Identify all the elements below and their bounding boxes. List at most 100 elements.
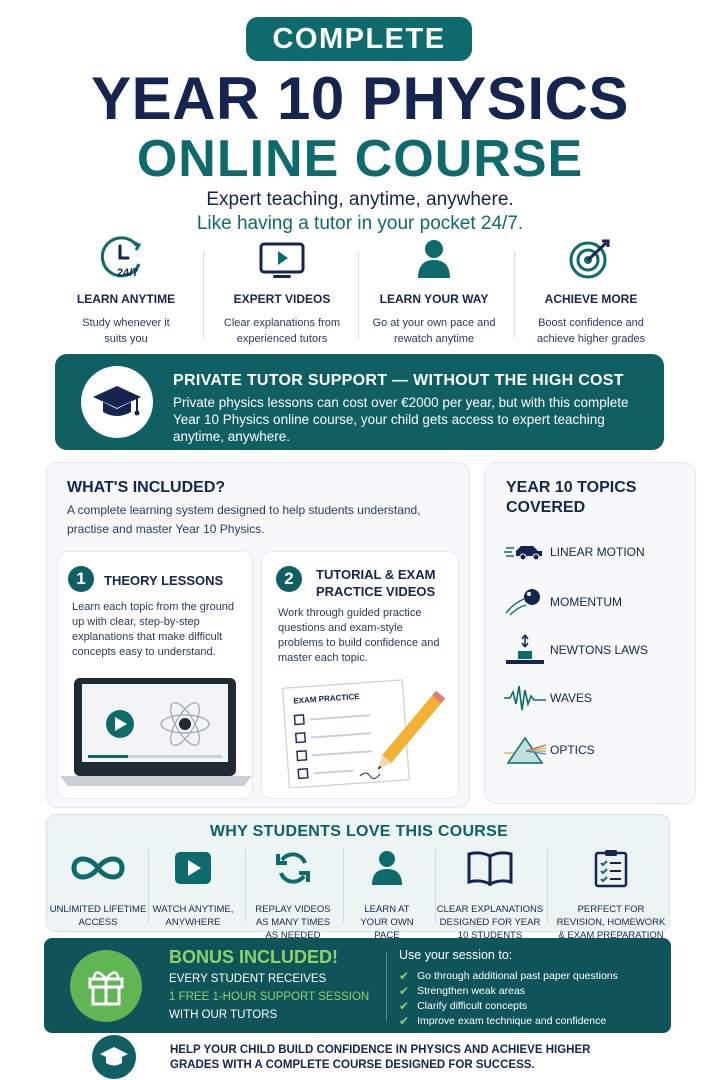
topic-linear-motion: LINEAR MOTION	[500, 537, 690, 567]
infinity-icon	[71, 856, 125, 880]
tutor-title: PRIVATE TUTOR SUPPORT — WITHOUT THE HIGH…	[173, 372, 624, 389]
divider	[343, 849, 344, 923]
topic-label: WAVES	[550, 691, 593, 705]
card-desc: Work through guided practice questions a…	[278, 607, 440, 664]
topic-label: LINEAR MOTION	[550, 545, 645, 559]
clipboard-checklist-icon	[594, 850, 628, 888]
bonus-banner: BONUS INCLUDED! EVERY STUDENT RECEIVES 1…	[44, 938, 671, 1033]
why-replay-videos: REPLAY VIDEOS AS MANY TIMES AS NEEDED	[244, 845, 342, 942]
why-title: WHY STUDENTS LOVE THIS COURSE	[209, 823, 509, 840]
step-number: 2	[276, 566, 302, 592]
clock-24-7-icon: 24/7	[100, 236, 142, 279]
gift-icon	[88, 971, 124, 1006]
topic-label: OPTICS	[550, 743, 595, 757]
check-icon: ✔	[399, 969, 410, 983]
why-revision: PERFECT FOR REVISION, HOMEWORK & EXAM PR…	[555, 845, 667, 942]
clock-label: 24/7	[117, 267, 138, 279]
feature-title: LEARN ANYTIME	[76, 292, 176, 306]
person-icon	[418, 240, 450, 278]
pencil-icon	[377, 690, 446, 770]
why-watch-anytime: WATCH ANYTIME, ANYWHERE	[144, 845, 242, 929]
divider	[245, 849, 246, 923]
why-clear-explanations: CLEAR EXPLANATIONS DESIGNED FOR YEAR 10 …	[435, 845, 545, 942]
tutor-support-banner: PRIVATE TUTOR SUPPORT — WITHOUT THE HIGH…	[55, 354, 664, 450]
divider	[358, 252, 359, 338]
divider	[435, 849, 436, 923]
feature-learn-anytime: 24/7 LEARN ANYTIME Study whenever it sui…	[48, 234, 204, 347]
card-title: THEORY LESSONS	[104, 573, 224, 588]
tagline-secondary: Like having a tutor in your pocket 24/7.	[196, 213, 524, 234]
topic-label: NEWTONS LAWS	[550, 643, 649, 657]
topic-momentum: MOMENTUM	[500, 587, 690, 617]
why-own-pace: LEARN AT YOUR OWN PACE	[338, 845, 436, 942]
feature-expert-videos: EXPERT VIDEOS Clear explanations from ex…	[204, 234, 360, 347]
included-panel: WHAT'S INCLUDED? A complete learning sys…	[46, 462, 470, 808]
divider	[148, 849, 149, 923]
feature-desc: Study whenever it suits you	[82, 317, 170, 345]
footer-text: HELP YOUR CHILD BUILD CONFIDENCE IN PHYS…	[170, 1044, 591, 1071]
topic-optics: OPTICS	[500, 735, 690, 765]
course-badge: COMPLETE	[246, 17, 472, 61]
video-screen-icon	[259, 242, 305, 278]
tagline: Expert teaching, anytime, anywhere.	[206, 189, 514, 210]
topic-waves: WAVES	[500, 683, 690, 713]
footer-badge	[92, 1035, 136, 1079]
feature-desc: Boost confidence and achieve higher grad…	[536, 317, 646, 345]
included-title: WHAT'S INCLUDED?	[67, 479, 226, 496]
feature-learn-your-way: LEARN YOUR WAY Go at your own pace and r…	[356, 234, 512, 347]
exam-practice-illustration: EXAM PRACTICE	[281, 679, 446, 788]
card-title: TUTORIAL & EXAM PRACTICE VIDEOS	[316, 567, 436, 599]
graduation-cap-icon	[93, 386, 141, 416]
why-panel: WHY STUDENTS LOVE THIS COURSE UNLIMITED …	[46, 814, 670, 941]
use-session-title: Use your session to:	[399, 948, 513, 962]
divider	[514, 252, 515, 338]
feature-desc: Go at your own pace and rewatch anytime	[372, 317, 496, 345]
topics-panel: YEAR 10 TOPICS COVERED LINEAR MOTION MOM…	[484, 462, 696, 804]
moving-car-icon	[504, 546, 542, 561]
card-desc: Learn each topic from the ground up with…	[72, 601, 235, 658]
target-icon	[569, 239, 610, 279]
tutor-text: Private physics lessons can cost over €2…	[173, 395, 629, 444]
included-desc: A complete learning system designed to h…	[67, 503, 421, 536]
prism-icon	[504, 736, 546, 764]
exam-practice-card: 2 TUTORIAL & EXAM PRACTICE VIDEOS Work t…	[261, 551, 459, 799]
step-number: 1	[68, 566, 94, 592]
divider	[386, 952, 387, 1022]
use-item-label: Strengthen weak areas	[417, 985, 526, 997]
check-icon: ✔	[399, 1014, 410, 1028]
use-item-label: Improve exam technique and confidence	[417, 1015, 607, 1027]
graduation-cap-badge	[81, 366, 153, 438]
feature-achieve-more: ACHIEVE MORE Boost confidence and achiev…	[513, 234, 669, 347]
use-item: ✔ Strengthen weak areas	[399, 984, 525, 998]
why-label: LEARN AT YOUR OWN PACE	[360, 904, 414, 941]
page-subtitle-title: ONLINE COURSE	[136, 130, 584, 188]
why-label: WATCH ANYTIME, ANYWHERE	[152, 904, 234, 928]
divider	[547, 849, 548, 923]
force-arrows-icon	[506, 634, 544, 664]
laptop-video-illustration	[60, 678, 252, 786]
use-item: ✔ Clarify difficult concepts	[399, 999, 527, 1013]
why-label: UNLIMITED LIFETIME ACCESS	[49, 904, 147, 928]
use-item-label: Go through additional past paper questio…	[417, 970, 618, 982]
page-title: YEAR 10 PHYSICS	[91, 65, 629, 132]
replay-icon	[276, 852, 310, 884]
divider	[203, 252, 204, 338]
use-item-label: Clarify difficult concepts	[417, 1000, 528, 1012]
topics-title: YEAR 10 TOPICS COVERED	[506, 479, 637, 516]
check-icon: ✔	[399, 984, 410, 998]
graduation-cap-icon	[100, 1047, 128, 1066]
why-unlimited-access: UNLIMITED LIFETIME ACCESS	[49, 845, 147, 929]
moving-ball-icon	[505, 589, 540, 616]
open-book-icon	[467, 851, 513, 886]
bonus-line-1: EVERY STUDENT RECEIVES	[169, 973, 327, 985]
person-icon	[372, 851, 402, 885]
feature-title: EXPERT VIDEOS	[233, 292, 331, 306]
use-item: ✔ Improve exam technique and confidence	[399, 1014, 606, 1028]
check-icon: ✔	[399, 999, 410, 1013]
topic-label: MOMENTUM	[550, 595, 622, 609]
bonus-line-3: WITH OUR TUTORS	[169, 1009, 278, 1021]
bonus-line-2: 1 FREE 1-HOUR SUPPORT SESSION	[169, 991, 370, 1003]
gift-badge	[70, 950, 142, 1022]
wave-icon	[504, 685, 546, 711]
play-icon	[175, 852, 211, 884]
